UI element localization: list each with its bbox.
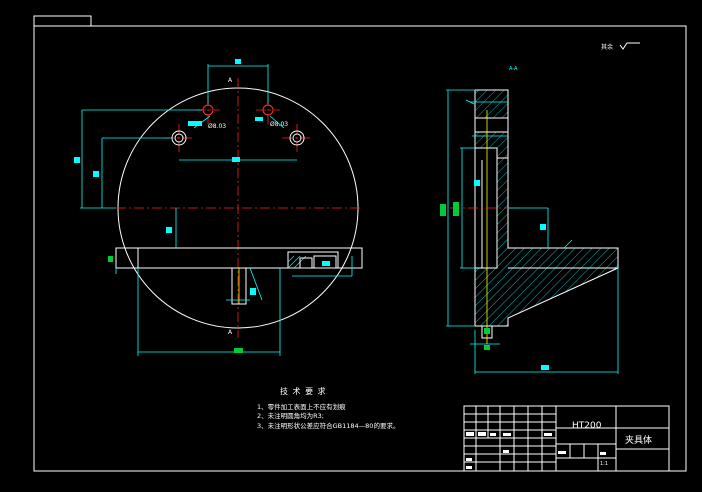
part-name-text: 夹具体	[625, 434, 652, 446]
technical-requirements: 技 术 要 求 1、零件加工表面上不应有划痕 2、未注明圆角均为R3; 3、未注…	[257, 386, 399, 430]
front-view-dimensions	[74, 59, 353, 356]
hole-dim-left: Ø8.03	[208, 123, 226, 130]
section-mark-top: A	[228, 77, 233, 84]
section-label: A-A	[509, 66, 518, 72]
surface-note-text: 其余	[601, 43, 613, 51]
front-view: Ø8.03 Ø8.03 A A	[74, 59, 363, 356]
scale-text: 1:1	[600, 461, 608, 467]
tech-req-line-1: 1、零件加工表面上不应有划痕	[257, 402, 346, 411]
tech-req-title: 技 术 要 求	[280, 386, 327, 396]
material-text: HT200	[572, 421, 602, 431]
surface-finish-note: 其余	[601, 42, 640, 51]
title-block: HT200 夹具体 1:1	[463, 405, 670, 472]
tech-req-line-2: 2、未注明圆角均为R3;	[257, 411, 324, 420]
hole-dim-right: Ø8.03	[270, 121, 288, 128]
section-view: A-A	[440, 66, 619, 374]
section-mark-bottom: A	[228, 329, 233, 336]
tech-req-line-3: 3、未注明形状公差应符合GB1184—80的要求。	[257, 421, 399, 430]
section-view-dimensions	[440, 89, 619, 374]
